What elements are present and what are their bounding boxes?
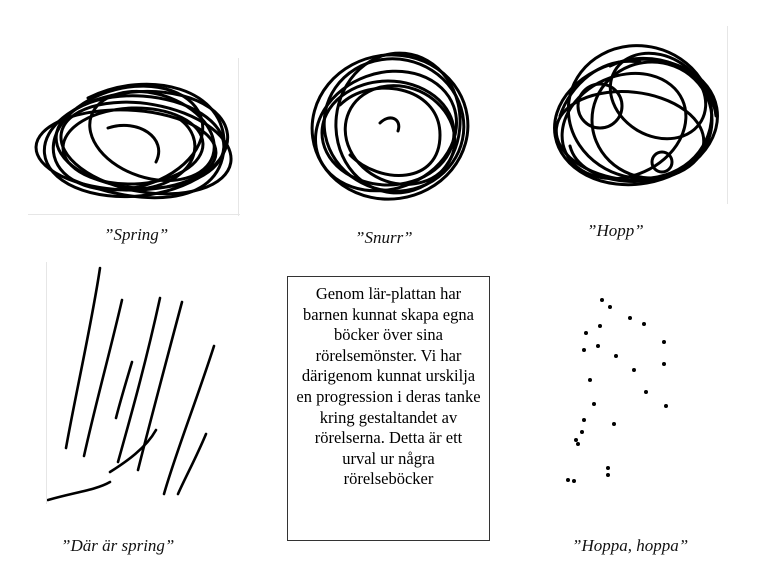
panel-hopp <box>540 26 728 204</box>
scribble-tangle-drawing <box>553 44 719 187</box>
panel-spring-frame-right <box>238 58 239 216</box>
caption-snurr: ”Snurr” <box>355 228 413 247</box>
panel-dar-ar-spring <box>46 262 232 504</box>
caption-hoppa-hoppa: ”Hoppa, hoppa” <box>572 536 689 555</box>
scribble-oval-drawing <box>34 82 233 200</box>
caption-hopp: ”Hopp” <box>587 221 644 240</box>
scribble-round-drawing <box>310 51 470 201</box>
panel-dar-ar-spring-frame-left <box>46 262 47 504</box>
panel-hopp-frame-right <box>727 26 728 204</box>
dot-pattern-drawing <box>566 298 668 483</box>
diagonal-strokes-drawing <box>46 266 216 502</box>
panel-snurr <box>290 35 490 213</box>
description-text: Genom lär-plattan har barnen kunnat skap… <box>296 284 481 489</box>
panel-spring-frame-bottom <box>28 214 240 215</box>
caption-dar-ar-spring: ”Där är spring” <box>61 536 175 555</box>
panel-hoppa-hoppa <box>550 280 680 490</box>
panel-spring <box>28 58 240 216</box>
description-textbox: Genom lär-plattan har barnen kunnat skap… <box>287 276 490 541</box>
caption-spring: ”Spring” <box>104 225 169 244</box>
